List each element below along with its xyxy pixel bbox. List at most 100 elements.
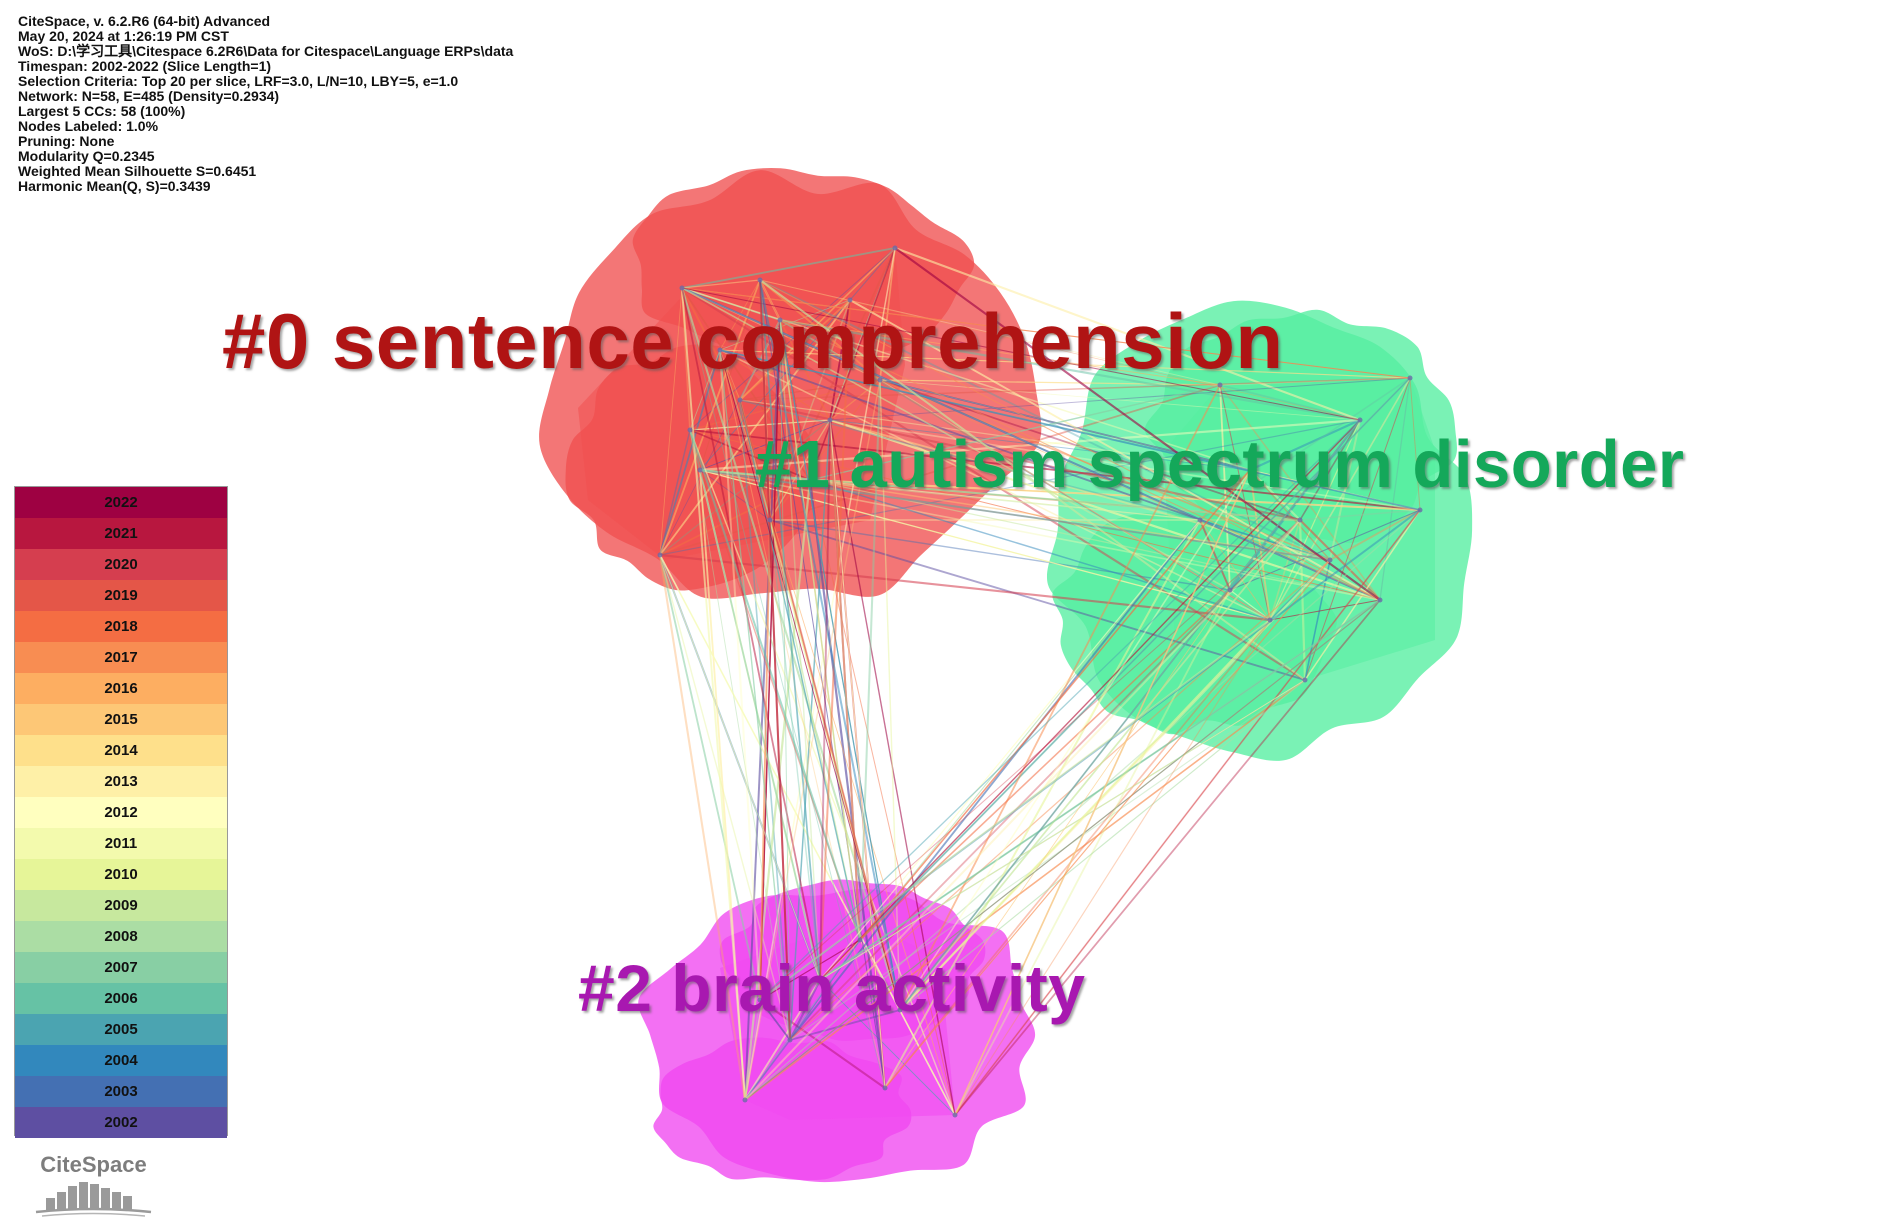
logo-text: CiteSpace bbox=[40, 1152, 147, 1177]
citation-link bbox=[779, 319, 901, 1011]
reference-node[interactable] bbox=[767, 517, 773, 523]
citation-link bbox=[681, 279, 761, 289]
reference-node[interactable] bbox=[1417, 507, 1423, 513]
reference-node[interactable] bbox=[1217, 382, 1223, 388]
citation-link bbox=[849, 247, 896, 301]
legend-year-2002: 2002 bbox=[15, 1107, 227, 1138]
citation-link bbox=[899, 419, 1361, 1011]
legend-year-2022: 2022 bbox=[15, 487, 227, 518]
citation-link bbox=[858, 379, 882, 941]
info-line: Nodes Labeled: 1.0% bbox=[18, 118, 159, 134]
reference-node[interactable] bbox=[857, 937, 863, 943]
reference-node[interactable] bbox=[877, 377, 883, 383]
citation-link bbox=[789, 679, 1306, 1041]
legend-year-2013: 2013 bbox=[15, 766, 227, 797]
citation-link bbox=[681, 287, 1251, 471]
citation-link bbox=[1269, 599, 1381, 621]
citation-link bbox=[759, 999, 791, 1041]
citation-link bbox=[769, 519, 821, 981]
info-line: Selection Criteria: Top 20 per slice, LR… bbox=[18, 73, 459, 89]
citation-link bbox=[744, 247, 896, 1101]
reference-node[interactable] bbox=[777, 317, 783, 323]
reference-node[interactable] bbox=[827, 417, 833, 423]
reference-node[interactable] bbox=[892, 245, 898, 251]
citation-link bbox=[744, 979, 821, 1101]
citation-link bbox=[681, 287, 821, 981]
citation-link bbox=[884, 519, 1201, 1089]
citation-link bbox=[759, 279, 791, 1041]
legend-year-2007: 2007 bbox=[15, 952, 227, 983]
reference-node[interactable] bbox=[657, 552, 663, 558]
reference-node[interactable] bbox=[882, 1085, 888, 1091]
citation-link bbox=[681, 287, 1231, 591]
citation-link bbox=[829, 377, 1411, 421]
citation-link bbox=[1304, 377, 1411, 681]
info-line: Weighted Mean Silhouette S=0.6451 bbox=[18, 163, 257, 179]
citation-link bbox=[681, 287, 1411, 379]
citation-link bbox=[743, 479, 812, 1101]
reference-node[interactable] bbox=[757, 997, 763, 1003]
citation-link bbox=[759, 419, 1361, 1001]
cluster-label-sentence-comprehension[interactable]: #0 sentence comprehension bbox=[222, 297, 1284, 385]
citation-link bbox=[759, 279, 881, 381]
citation-link bbox=[819, 599, 1381, 981]
reference-node[interactable] bbox=[1377, 597, 1383, 603]
reference-node[interactable] bbox=[1227, 587, 1233, 593]
citation-link bbox=[699, 419, 831, 471]
citation-link bbox=[819, 679, 1306, 981]
reference-node[interactable] bbox=[1247, 467, 1253, 473]
citation-link bbox=[1249, 469, 1271, 621]
reference-node[interactable] bbox=[717, 347, 723, 353]
citation-link bbox=[719, 349, 1201, 521]
reference-node[interactable] bbox=[1297, 517, 1303, 523]
citation-link bbox=[1269, 419, 1361, 621]
info-line: May 20, 2024 at 1:26:19 PM CST bbox=[18, 28, 229, 44]
cluster-label-brain-activity[interactable]: #2 brain activity bbox=[578, 951, 1086, 1025]
reference-node[interactable] bbox=[1357, 417, 1363, 423]
reference-node[interactable] bbox=[1267, 617, 1273, 623]
reference-node[interactable] bbox=[757, 277, 763, 283]
citation-link bbox=[659, 554, 821, 981]
citation-link bbox=[819, 979, 956, 1116]
reference-node[interactable] bbox=[847, 297, 853, 303]
citation-link bbox=[719, 349, 791, 1041]
reference-node[interactable] bbox=[807, 477, 813, 483]
citation-link bbox=[899, 619, 1271, 1011]
citation-link bbox=[779, 319, 1381, 601]
citation-link bbox=[659, 419, 1361, 556]
citation-link bbox=[884, 589, 1231, 1089]
reference-node[interactable] bbox=[697, 467, 703, 473]
reference-node[interactable] bbox=[679, 285, 685, 291]
citation-link bbox=[659, 379, 881, 556]
citation-link bbox=[809, 479, 1201, 521]
reference-node[interactable] bbox=[737, 397, 743, 403]
reference-node[interactable] bbox=[952, 1112, 958, 1118]
citation-link bbox=[759, 279, 901, 1011]
reference-node[interactable] bbox=[897, 1007, 903, 1013]
citation-link bbox=[758, 279, 792, 1041]
citation-link bbox=[659, 554, 761, 1001]
citation-link bbox=[699, 469, 1331, 561]
citation-link bbox=[739, 399, 901, 1011]
citation-link bbox=[1409, 377, 1421, 511]
reference-node[interactable] bbox=[1327, 557, 1333, 563]
reference-node[interactable] bbox=[1302, 677, 1308, 683]
reference-node[interactable] bbox=[687, 427, 693, 433]
citation-link bbox=[681, 287, 886, 1089]
citation-link bbox=[699, 469, 821, 981]
citation-link bbox=[819, 419, 1361, 981]
citation-link bbox=[829, 419, 886, 1089]
citation-link bbox=[759, 939, 861, 1001]
reference-node[interactable] bbox=[787, 1037, 793, 1043]
citation-link bbox=[739, 377, 1411, 401]
reference-node[interactable] bbox=[1407, 375, 1413, 381]
citation-link bbox=[819, 519, 1201, 981]
citation-link bbox=[1229, 589, 1271, 621]
cluster-label-autism-spectrum-disorder[interactable]: #1 autism spectrum disorder bbox=[755, 427, 1685, 502]
reference-node[interactable] bbox=[742, 1097, 748, 1103]
reference-node[interactable] bbox=[817, 977, 823, 983]
reference-node[interactable] bbox=[1197, 517, 1203, 523]
citation-link bbox=[659, 287, 683, 556]
